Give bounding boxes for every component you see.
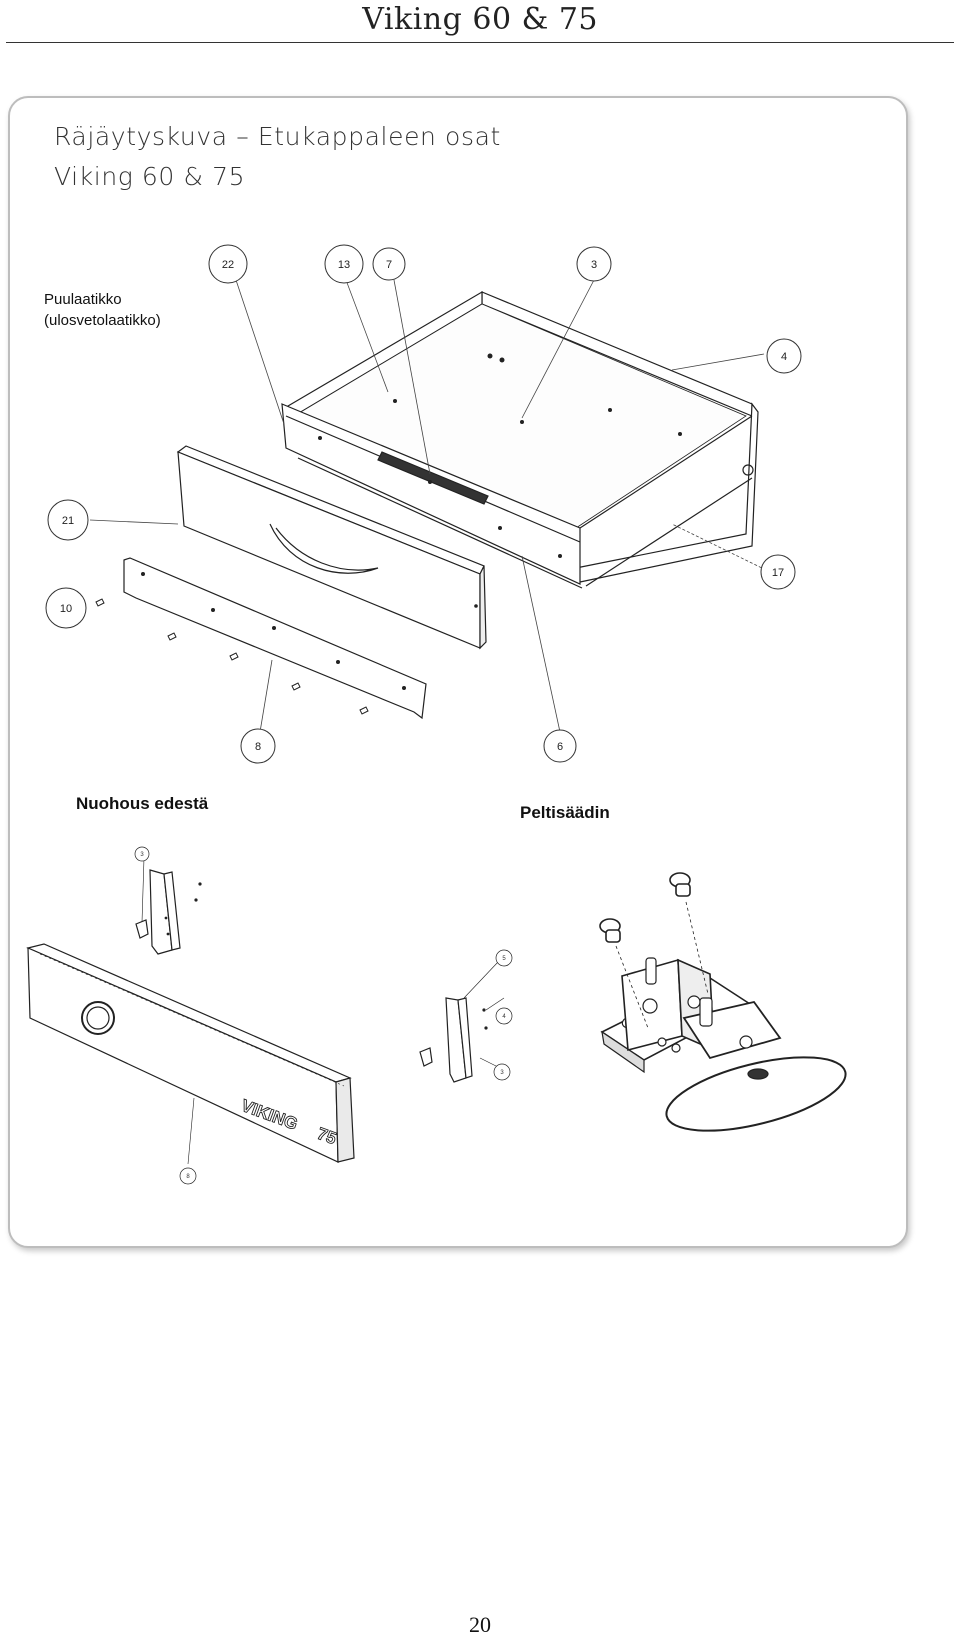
drawer-callout-circles <box>45 244 802 764</box>
page-title: Viking 60 & 75 <box>362 2 598 37</box>
drawer-front-drawing <box>176 445 487 650</box>
figure-heading: Räjäytyskuva – Etukappaleen osat <box>54 122 501 151</box>
flue-callout-3b: 3 <box>500 1070 504 1076</box>
callout-13: 13 <box>338 259 350 271</box>
flue-cover-drawing <box>26 846 513 1185</box>
exploded-view-drawing: Puulaatikko (ulosvetolaatikko) 22 13 7 3… <box>26 244 847 1185</box>
figure-subheading: Viking 60 & 75 <box>54 162 246 191</box>
callout-8: 8 <box>255 741 261 753</box>
bottom-plate-drawing <box>95 557 427 720</box>
flue-callout-3: 3 <box>140 852 144 858</box>
flue-callout-4: 4 <box>502 1014 506 1020</box>
drawer-box-drawing <box>281 290 759 589</box>
flue-callout-8: 8 <box>186 1174 190 1180</box>
exploded-view-figure: Räjäytyskuva – Etukappaleen osat Viking … <box>8 96 908 1248</box>
callout-6: 6 <box>557 741 563 753</box>
header-rule <box>6 42 954 43</box>
drawer-leader-lines <box>89 279 767 733</box>
callout-21: 21 <box>62 515 74 527</box>
callout-22: 22 <box>222 259 234 271</box>
drawer-sublabel: (ulosvetolaatikko) <box>44 312 161 329</box>
page-number: 20 <box>469 1612 491 1637</box>
flue-cover-label: Nuohous edestä <box>76 794 209 813</box>
callout-10: 10 <box>60 603 72 615</box>
callout-17: 17 <box>772 567 784 579</box>
drawer-label: Puulaatikko <box>44 291 122 308</box>
damper-drawing <box>599 872 847 1132</box>
flue-callout-5: 5 <box>502 956 506 962</box>
damper-label: Peltisäädin <box>520 803 610 822</box>
callout-7: 7 <box>386 259 392 271</box>
callout-3: 3 <box>591 259 597 271</box>
page-header: Viking 60 & 75 <box>0 0 960 46</box>
callout-4: 4 <box>781 351 787 363</box>
